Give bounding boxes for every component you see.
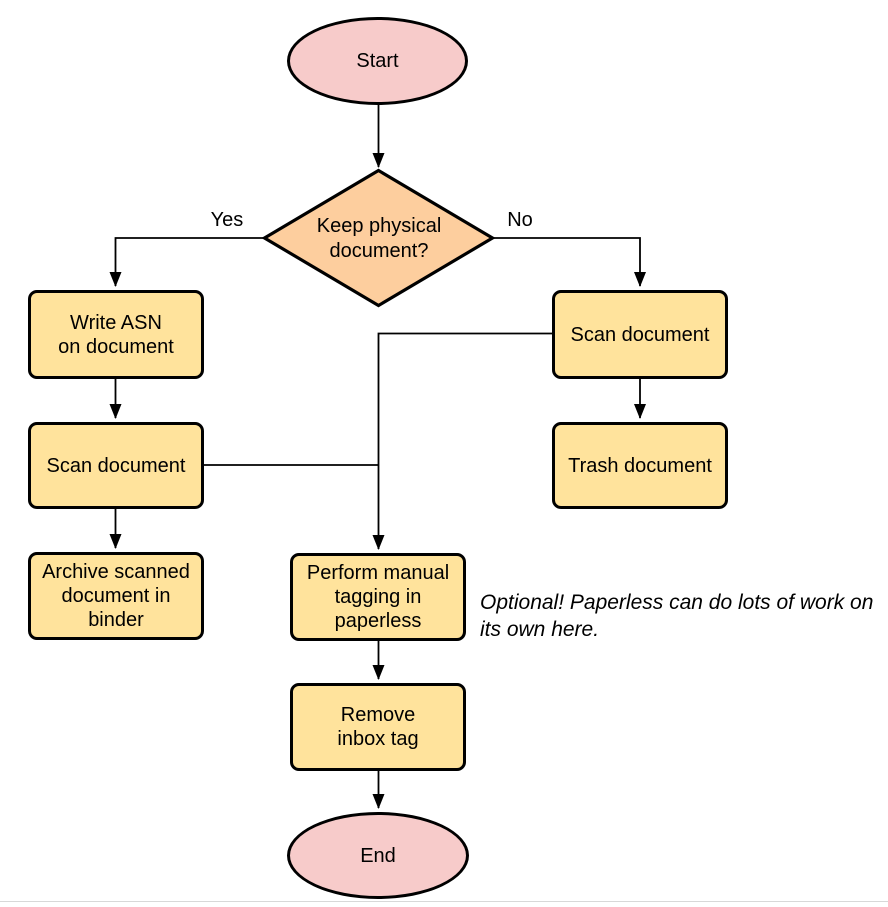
decision-diamond-shape[interactable] [261,168,496,308]
edge-decision-yes [109,237,264,287]
edge-label-no: No [507,209,533,231]
node-write-asn[interactable]: Write ASN on document [28,290,204,379]
node-start[interactable]: Start [287,17,468,105]
node-archive-binder[interactable]: Archive scanned document in binder [28,552,204,640]
node-scan-document-right[interactable]: Scan document [552,290,728,379]
node-trash-document[interactable]: Trash document [552,422,728,509]
node-end[interactable]: End [287,812,469,899]
node-remove-inbox-tag[interactable]: Remove inbox tag [290,683,466,771]
annotation-note: Optional! Paperless can do lots of work … [480,591,874,641]
page-bottom-border [0,901,888,902]
edge-decision-no [492,237,646,287]
node-manual-tagging[interactable]: Perform manual tagging in paperless [290,553,466,641]
edge-scanright-to-tagging [372,332,552,550]
edge-label-yes: Yes [210,209,244,231]
node-scan-document-left[interactable]: Scan document [28,422,204,509]
node-decision-label: Keep physical document? [316,214,442,262]
